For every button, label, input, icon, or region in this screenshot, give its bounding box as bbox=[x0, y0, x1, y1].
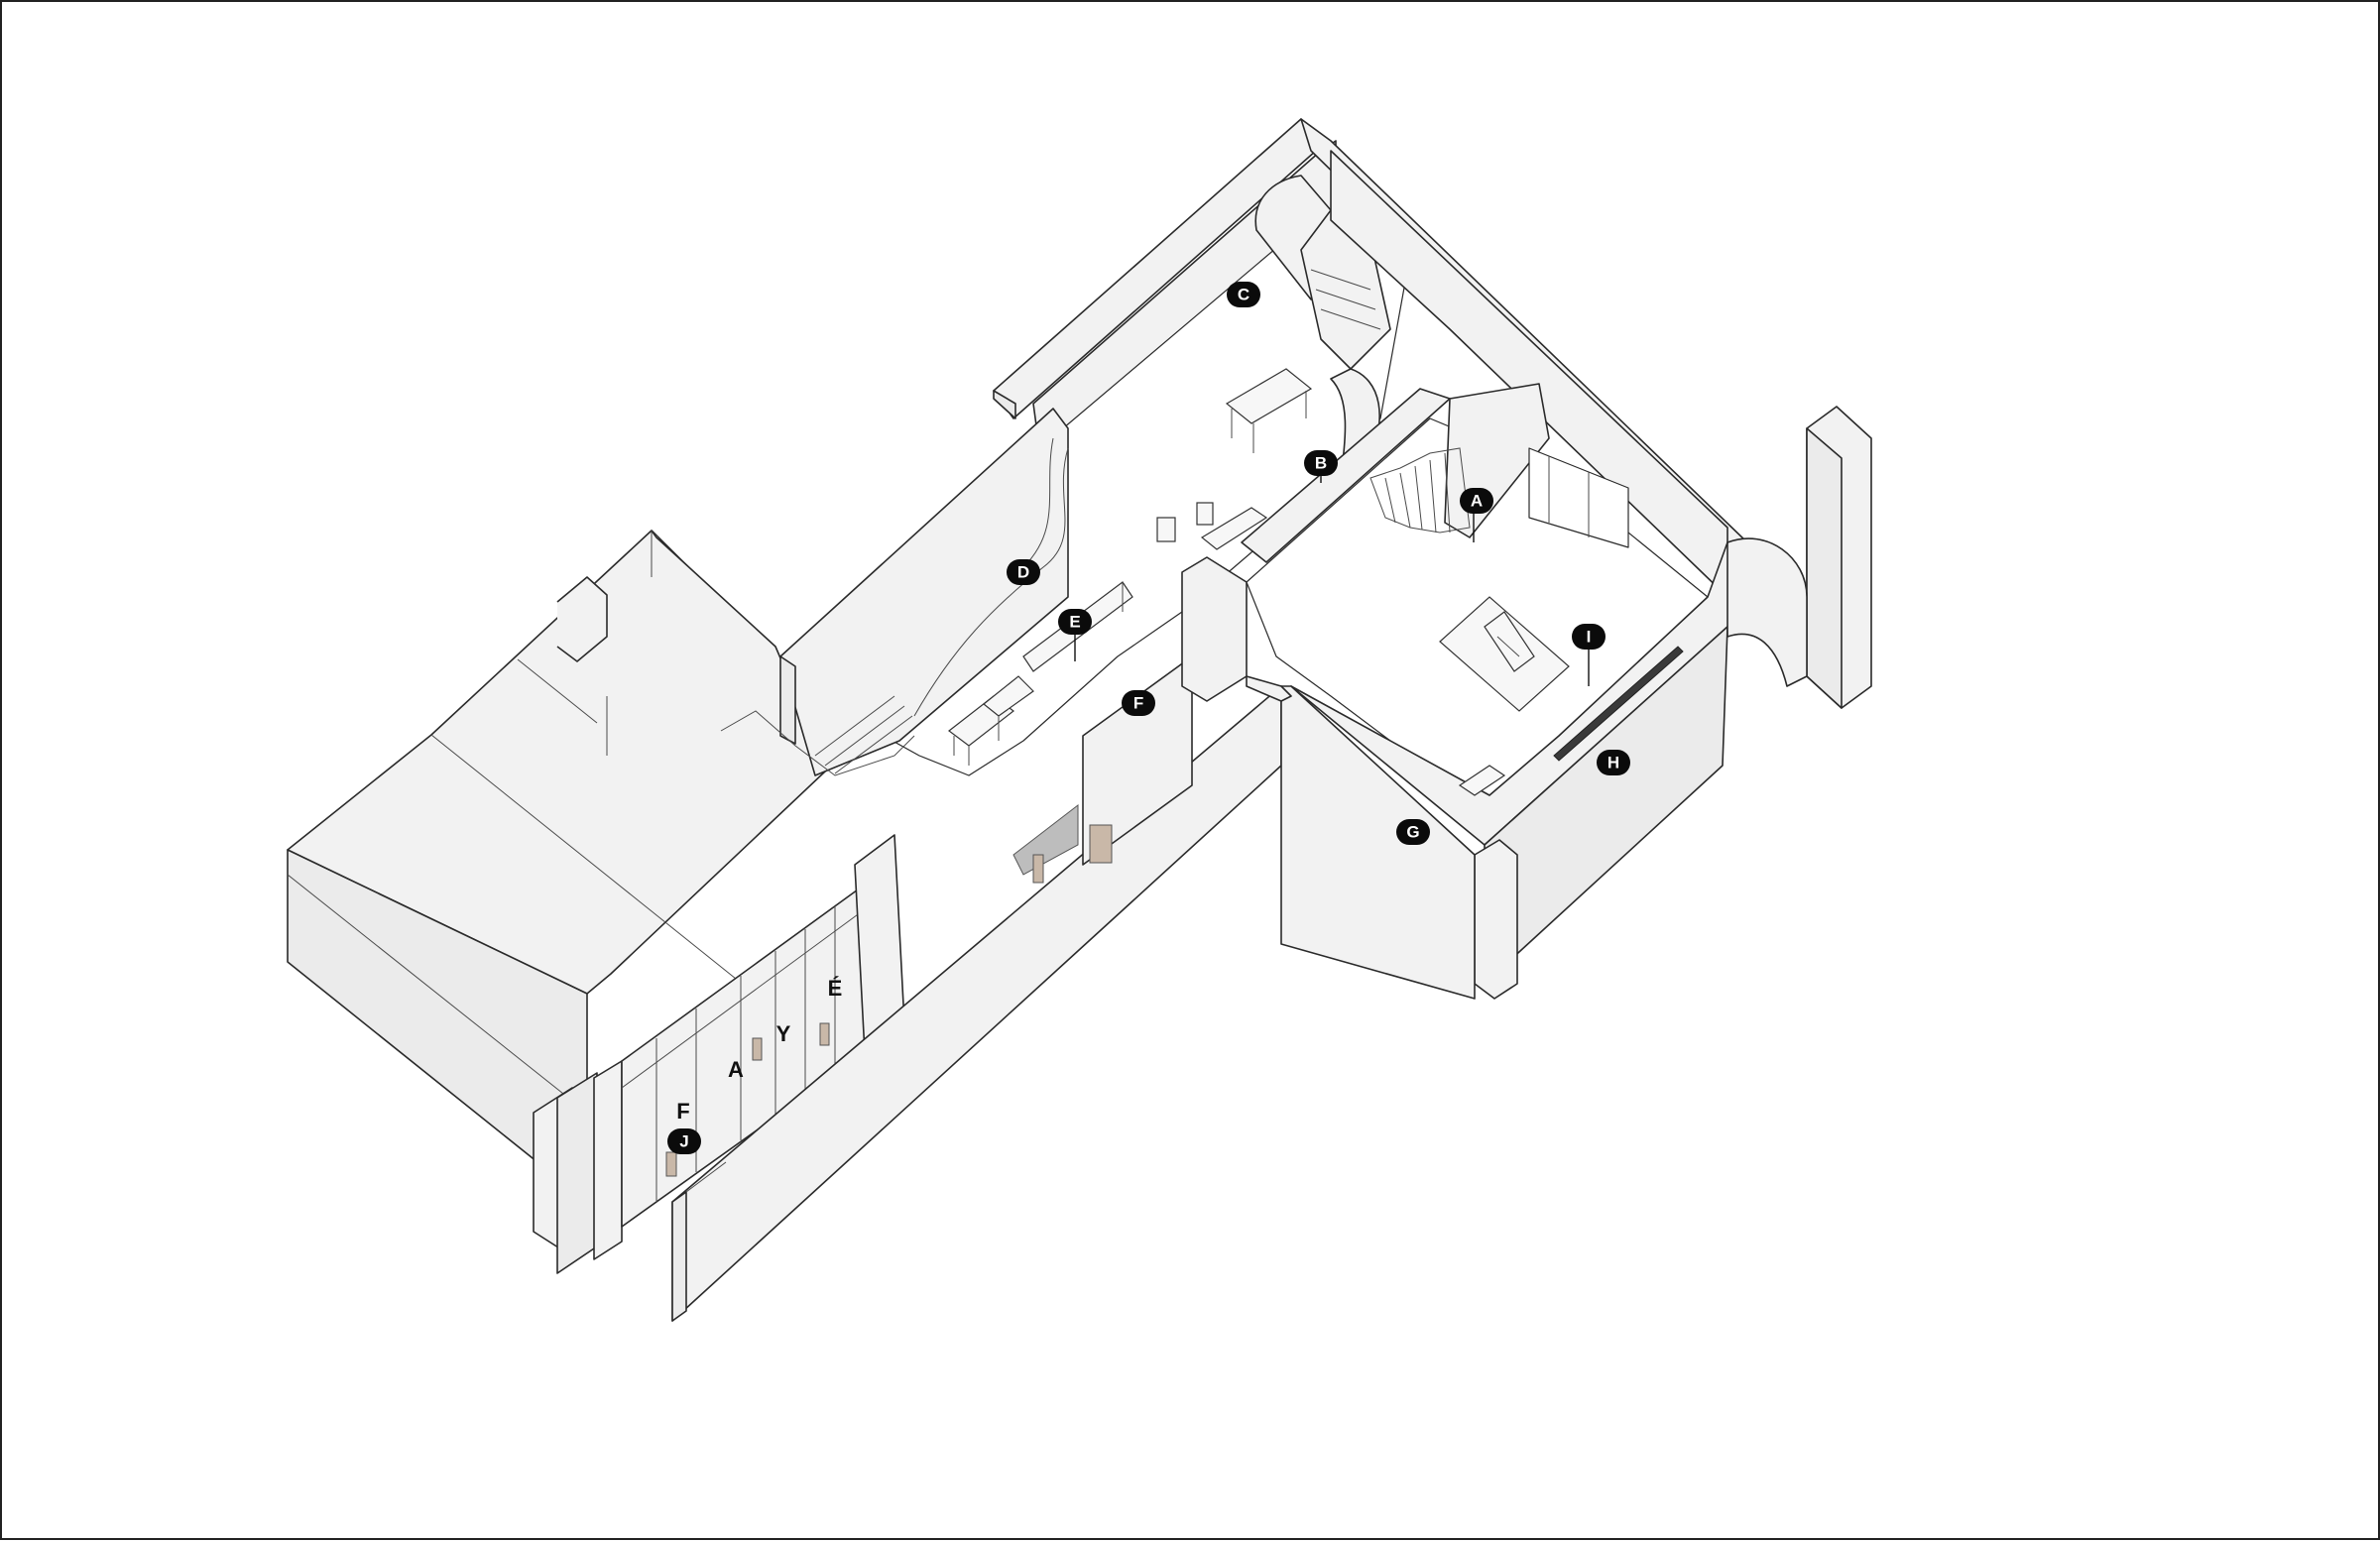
svg-text:I: I bbox=[1587, 628, 1592, 647]
tan-panel bbox=[1089, 824, 1113, 864]
chimney-1 bbox=[556, 576, 608, 662]
callout-f: F bbox=[1122, 690, 1155, 716]
corner-pier bbox=[1474, 839, 1518, 1000]
tower bbox=[1726, 406, 1872, 709]
callouts: A B C D E F G H bbox=[667, 282, 1630, 1154]
stair-left bbox=[720, 695, 915, 776]
svg-text:B: B bbox=[1315, 454, 1327, 473]
left-wall bbox=[779, 408, 1069, 776]
glass-partition bbox=[1528, 447, 1629, 548]
grey-panel bbox=[1012, 803, 1079, 876]
storefront-facade bbox=[533, 685, 1282, 1322]
svg-text:H: H bbox=[1607, 754, 1619, 772]
facade-pier bbox=[593, 1060, 623, 1260]
callout-b: B bbox=[1304, 450, 1338, 476]
display-table bbox=[1225, 368, 1313, 453]
callout-j: J bbox=[667, 1128, 701, 1154]
main-gallery bbox=[720, 118, 1411, 884]
central-pillar bbox=[1181, 556, 1248, 702]
callout-d: D bbox=[1007, 559, 1040, 585]
car-platform bbox=[1439, 596, 1570, 712]
svg-text:D: D bbox=[1017, 563, 1029, 582]
chair bbox=[1156, 517, 1176, 542]
svg-text:F: F bbox=[1133, 694, 1143, 713]
callout-h: H bbox=[1597, 750, 1630, 775]
storefront-letter-1: F bbox=[676, 1099, 689, 1124]
callout-i: I bbox=[1572, 624, 1606, 650]
storefront-letter-4: É bbox=[828, 976, 843, 1001]
callout-e: E bbox=[1058, 609, 1092, 635]
left-building-block bbox=[287, 530, 862, 1203]
callout-c: C bbox=[1227, 282, 1260, 307]
svg-text:G: G bbox=[1406, 823, 1419, 842]
glazing-strip-h bbox=[1553, 646, 1684, 762]
callout-a: A bbox=[1460, 488, 1493, 514]
svg-text:J: J bbox=[679, 1132, 688, 1151]
storefront-letter-2: A bbox=[728, 1057, 744, 1082]
chair bbox=[1196, 502, 1214, 526]
svg-text:C: C bbox=[1238, 286, 1250, 304]
right-wing bbox=[1241, 118, 1748, 1000]
svg-text:E: E bbox=[1069, 613, 1080, 632]
partition-f bbox=[1082, 655, 1193, 866]
outer-wall-g bbox=[1280, 685, 1476, 1000]
callout-g: G bbox=[1396, 819, 1430, 845]
svg-text:A: A bbox=[1471, 492, 1483, 511]
storefront-lettering: F A Y É bbox=[676, 976, 842, 1124]
storefront-letter-3: Y bbox=[776, 1021, 791, 1046]
right-back-wall bbox=[1330, 150, 1728, 598]
